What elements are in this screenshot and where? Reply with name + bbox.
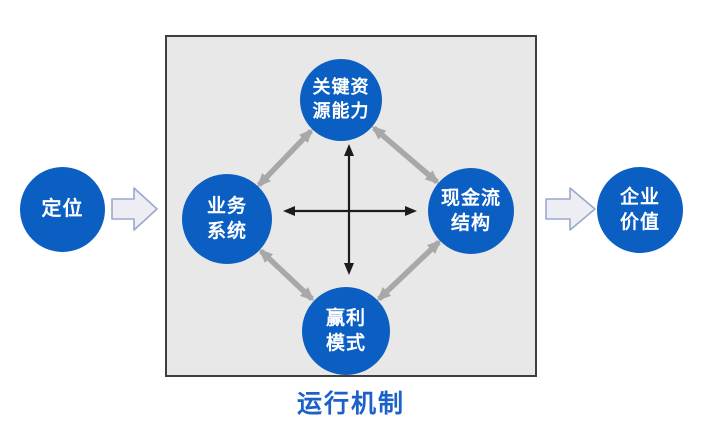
- flow-arrow-right-icon: [545, 187, 596, 231]
- node-key-resources: 关键资 源能力: [300, 59, 382, 141]
- node-profit-model: 赢利 模式: [302, 287, 390, 375]
- node-key-resources-line1: 关键资: [312, 77, 370, 98]
- node-business-system-line2: 系统: [206, 221, 247, 242]
- node-business-system-line1: 业务: [206, 195, 247, 217]
- node-positioning-label: 定位: [41, 198, 84, 221]
- node-cash-flow-line2: 结构: [450, 213, 491, 234]
- node-positioning: 定位: [20, 167, 105, 252]
- node-enterprise-value-line1: 企业: [619, 186, 660, 208]
- node-cash-flow-line1: 现金流: [440, 187, 501, 209]
- node-business-system: 业务 系统: [182, 174, 272, 264]
- node-key-resources-line2: 源能力: [312, 101, 370, 121]
- node-cash-flow: 现金流 结构: [428, 168, 514, 254]
- node-enterprise-value-line2: 价值: [619, 212, 660, 233]
- node-profit-model-line2: 模式: [325, 333, 366, 354]
- node-profit-model-line1: 赢利: [325, 307, 366, 329]
- node-enterprise-value: 企业 价值: [597, 167, 683, 253]
- flow-arrow-left-icon: [111, 187, 158, 231]
- mechanism-caption: 运行机制: [296, 390, 405, 418]
